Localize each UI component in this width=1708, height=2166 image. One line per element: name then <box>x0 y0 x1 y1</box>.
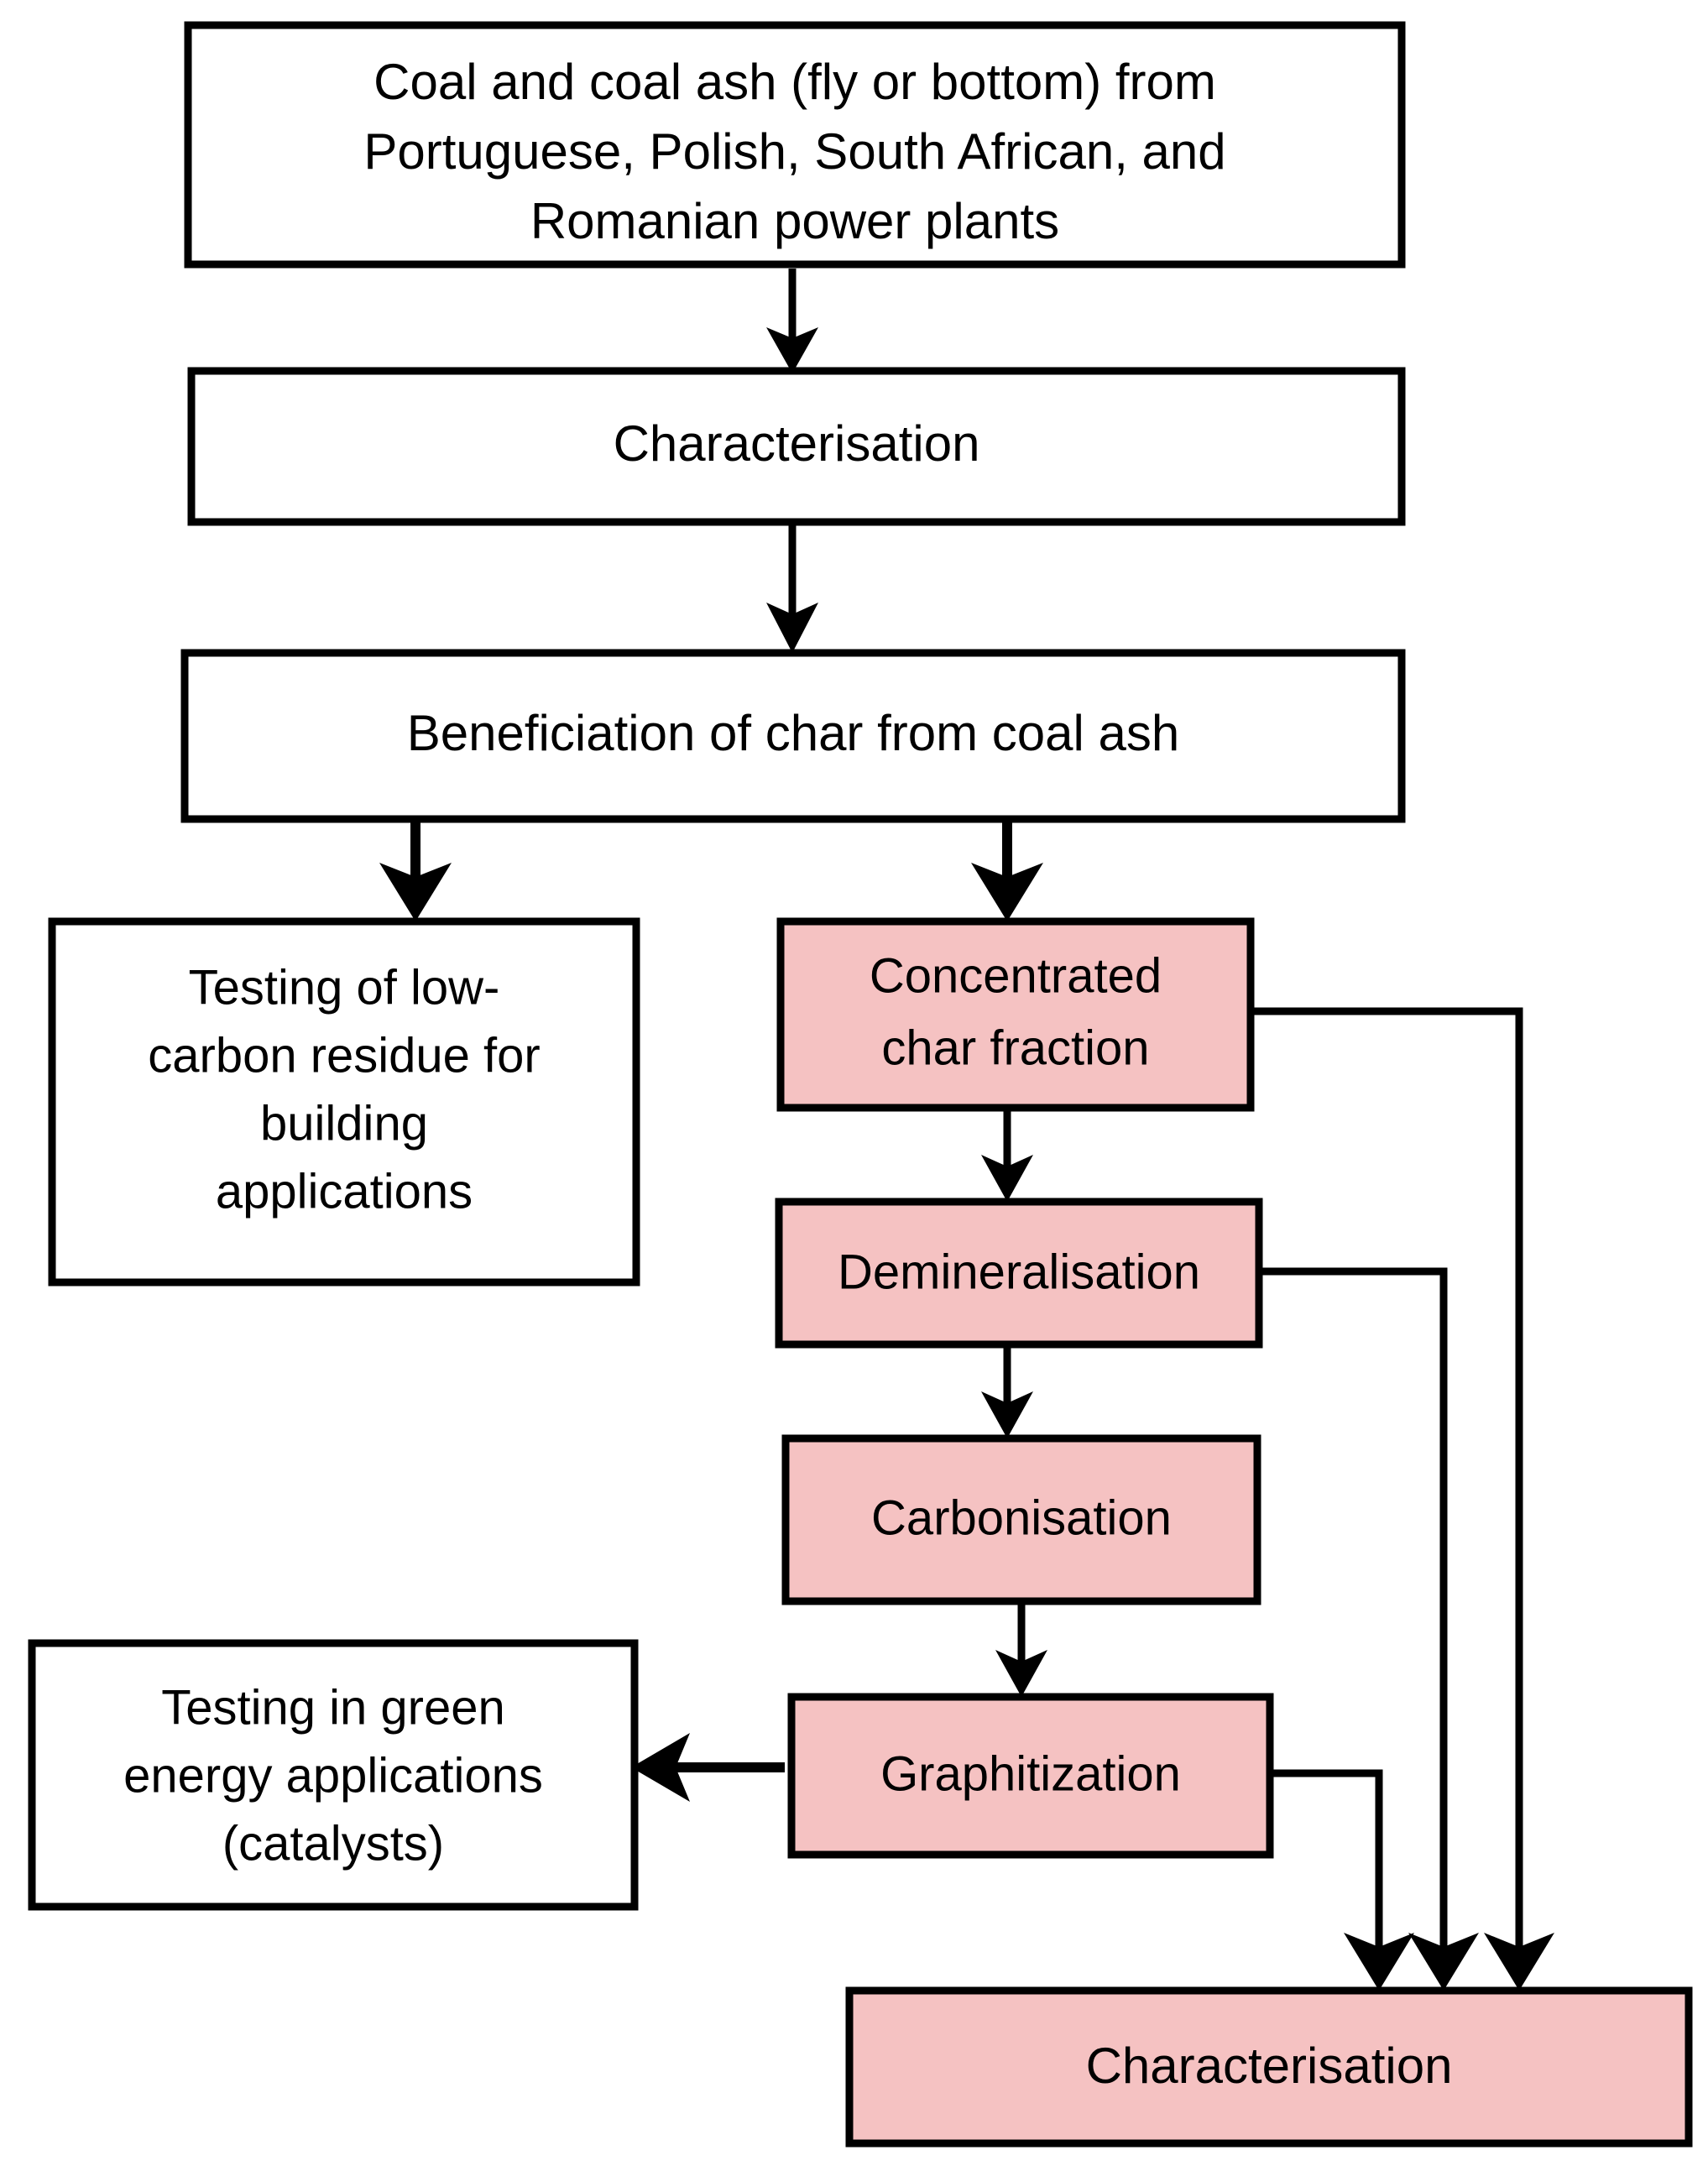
edge-beneficiation-branches <box>379 818 1043 921</box>
node-characterisation-top-label: Characterisation <box>614 415 980 472</box>
node-low-carbon-testing[interactable]: Testing of low- carbon residue for build… <box>48 917 640 1287</box>
node-beneficiation-label: Beneficiation of char from coal ash <box>407 705 1179 761</box>
node-concentrated-char[interactable]: Concentrated char fraction <box>776 917 1255 1112</box>
node-concentrated-char-line-1: Concentrated <box>870 948 1162 1003</box>
edge-demineralisation-to-carbonisation <box>981 1344 1033 1438</box>
node-green-energy-line-3: (catalysts) <box>222 1816 444 1871</box>
node-graphitization-label: Graphitization <box>880 1746 1181 1801</box>
node-low-carbon-line-3: building <box>260 1096 428 1151</box>
edge-carbonisation-to-graphitization <box>995 1600 1047 1697</box>
node-green-energy-line-2: energy applications <box>123 1748 543 1803</box>
node-demineralisation[interactable]: Demineralisation <box>775 1198 1263 1349</box>
node-graphitization[interactable]: Graphitization <box>787 1693 1274 1859</box>
node-feedstock-line-1: Coal and coal ash (fly or bottom) from <box>373 54 1216 110</box>
node-feedstock-line-2: Portuguese, Polish, South African, and <box>363 123 1225 180</box>
node-concentrated-char-line-2: char fraction <box>881 1020 1149 1075</box>
edge-graphitization-to-green-energy <box>631 1733 785 1802</box>
edge-char-to-bottom-characterisation <box>1251 1007 1554 1991</box>
edge-graphitization-to-bottom-characterisation <box>1270 1769 1414 1991</box>
node-low-carbon-line-2: carbon residue for <box>148 1028 540 1083</box>
node-feedstock[interactable]: Coal and coal ash (fly or bottom) from P… <box>184 21 1406 269</box>
edge-characterisation-to-beneficiation <box>766 521 818 653</box>
node-characterisation-bottom[interactable]: Characterisation <box>845 1986 1693 2148</box>
node-characterisation-top[interactable]: Characterisation <box>187 367 1406 526</box>
edge-char-to-demineralisation <box>981 1108 1033 1202</box>
node-low-carbon-line-4: applications <box>216 1164 473 1219</box>
node-feedstock-line-3: Romanian power plants <box>530 193 1059 249</box>
edge-feedstock-to-characterisation <box>766 269 818 373</box>
edge-demineralisation-to-bottom-characterisation <box>1259 1267 1479 1991</box>
node-low-carbon-line-1: Testing of low- <box>189 960 500 1015</box>
node-characterisation-bottom-label: Characterisation <box>1086 2038 1453 2094</box>
node-carbonisation-label: Carbonisation <box>871 1490 1172 1545</box>
node-carbonisation[interactable]: Carbonisation <box>781 1434 1261 1605</box>
node-green-energy-testing[interactable]: Testing in green energy applications (ca… <box>28 1639 639 1911</box>
node-demineralisation-label: Demineralisation <box>838 1245 1200 1299</box>
node-beneficiation[interactable]: Beneficiation of char from coal ash <box>180 649 1406 823</box>
node-green-energy-line-1: Testing in green <box>161 1680 504 1735</box>
